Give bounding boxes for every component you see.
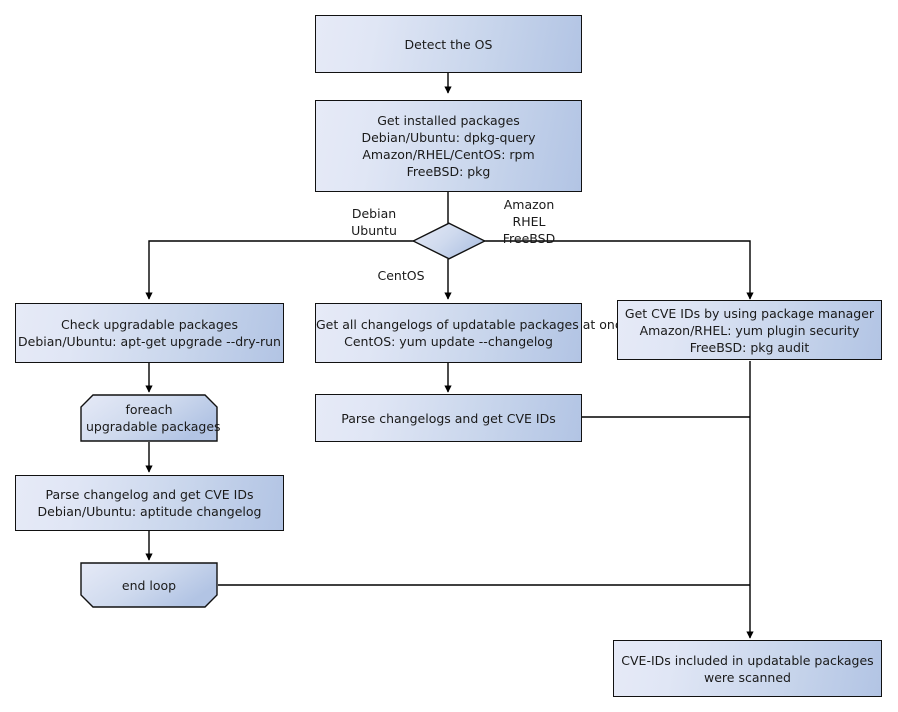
edge-label-centos: CentOS [361,267,441,284]
loop-end-shape [80,562,218,608]
node-end-loop[interactable]: end loop [80,562,218,608]
node-detect-os-label: Detect the OS [404,36,493,52]
node-end-loop-label: end loop [121,577,177,593]
node-parse-changelogs-plural-label: Parse changelogs and get CVE IDs [341,410,556,426]
node-get-all-changelogs[interactable]: Get all changelogs of updatable packages… [315,303,630,363]
node-os-decision[interactable] [411,222,487,260]
edge-label-centos-text: CentOS [377,268,425,283]
node-get-all-changelogs-label: Get all changelogs of updatable packages… [316,317,630,349]
node-detect-os[interactable]: Detect the OS [315,15,582,73]
node-parse-changelogs-plural[interactable]: Parse changelogs and get CVE IDs [315,394,582,442]
edge-decision-to-cve-pkgmgr [483,240,754,300]
loop-start-shape [80,394,218,442]
